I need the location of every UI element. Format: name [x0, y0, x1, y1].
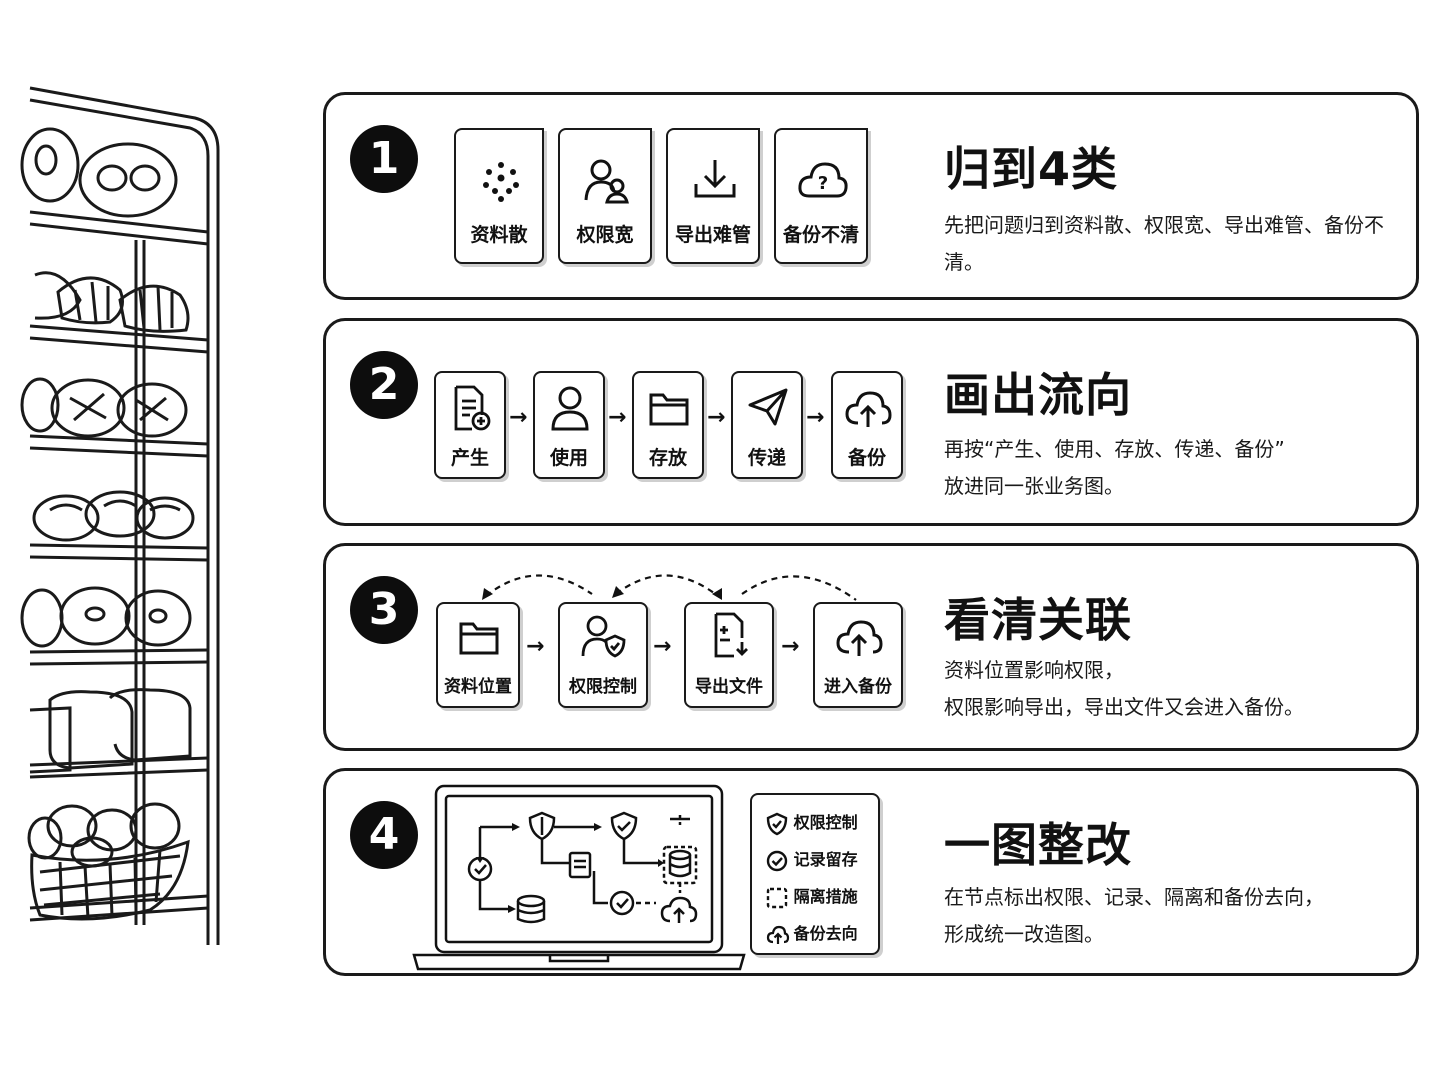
card-backup: 备份 [831, 371, 903, 479]
card-transfer: 传递 [731, 371, 803, 479]
card-backup-unclear: ? 备份不清 [774, 128, 868, 264]
card-export-file: 导出文件 [684, 602, 774, 708]
flow-arrow: → [526, 634, 545, 659]
paper-plane-icon [748, 388, 788, 426]
step-title: 归到4类 [944, 142, 1119, 196]
card-label: 使用 [549, 447, 588, 469]
folder-icon [459, 622, 499, 655]
document-add-icon [454, 385, 491, 431]
card-label: 导出文件 [695, 677, 763, 697]
step-description: 先把问题归到资料散、权限宽、导出难管、备份不清。 [944, 207, 1416, 281]
dashed-relation-arcs [482, 574, 857, 601]
shield-check-icon [766, 812, 788, 835]
folder-icon [649, 393, 689, 426]
step-number-badge: 3 [350, 576, 418, 644]
dashed-square-icon [766, 887, 788, 908]
card-label: 备份不清 [782, 224, 859, 246]
card-permission-wide: 权限宽 [558, 128, 652, 264]
legend-box: 权限控制 记录留存 隔离措施 备份去向 [750, 793, 880, 955]
card-permission-control: 权限控制 [558, 602, 648, 708]
step-description: 在节点标出权限、记录、隔离和备份去向， 形成统一改造图。 [944, 879, 1324, 953]
card-label: 导出难管 [674, 224, 751, 246]
svg-text:?: ? [818, 173, 828, 194]
card-data-scattered: 资料散 [454, 128, 544, 264]
step-description: 再按“产生、使用、存放、传递、备份” 放进同一张业务图。 [944, 431, 1285, 505]
circle-check-icon [766, 850, 788, 871]
desc-line: 形成统一改造图。 [944, 922, 1104, 946]
card-label: 存放 [648, 447, 687, 469]
card-label: 权限控制 [569, 677, 637, 697]
laptop-diagram-icon [412, 784, 746, 971]
step-number-badge: 1 [350, 125, 418, 193]
legend-label: 隔离措施 [793, 887, 858, 906]
desc-line: 在节点标出权限、记录、隔离和备份去向， [944, 885, 1324, 909]
desc-line: 先把问题归到资料散、权限宽、导出难管、备份不清。 [944, 213, 1384, 274]
flow-arrow: → [509, 405, 528, 430]
legend-label: 记录留存 [793, 850, 858, 869]
step-4-panel: 4 [323, 768, 1419, 976]
desc-line: 放进同一张业务图。 [944, 474, 1124, 498]
bakery-shelf-illustration [20, 86, 220, 945]
cloud-upload-icon [766, 925, 790, 944]
card-enter-backup: 进入备份 [813, 602, 903, 708]
card-label: 传递 [747, 447, 786, 469]
legend-label: 权限控制 [793, 813, 858, 832]
cloud-upload-icon [836, 620, 883, 656]
flow-arrow: → [806, 405, 825, 430]
scatter-dots-icon [483, 162, 519, 202]
legend-item-isolation: 隔离措施 [766, 883, 858, 909]
step-number-badge: 4 [350, 801, 418, 869]
flow-arrow: → [608, 405, 627, 430]
card-label: 资料散 [470, 224, 528, 246]
step-title: 画出流向 [944, 368, 1132, 422]
user-group-icon [584, 159, 629, 204]
legend-item-record: 记录留存 [766, 846, 858, 872]
legend-label: 备份去向 [793, 924, 858, 943]
cloud-upload-icon [845, 391, 892, 427]
card-label: 进入备份 [824, 677, 892, 697]
card-data-location: 资料位置 [436, 602, 520, 708]
card-generate: 产生 [434, 371, 506, 479]
card-label: 权限宽 [576, 224, 634, 246]
card-label: 产生 [450, 447, 489, 469]
card-export-hard: 导出难管 [666, 128, 760, 264]
document-export-icon [714, 612, 748, 658]
card-label: 资料位置 [444, 677, 512, 697]
step-title: 一图整改 [944, 818, 1132, 872]
desc-line: 再按“产生、使用、存放、传递、备份” [944, 437, 1285, 461]
step-description: 资料位置影响权限， 权限影响导出，导出文件又会进入备份。 [944, 652, 1304, 726]
flow-arrow: → [781, 634, 800, 659]
desc-line: 资料位置影响权限， [944, 658, 1124, 682]
user-icon [551, 386, 589, 431]
cloud-question-icon: ? [798, 162, 848, 198]
flow-arrow: → [707, 405, 726, 430]
card-use: 使用 [533, 371, 605, 479]
download-tray-icon [694, 160, 736, 198]
step-2-panel: 2 产生 → 使用 → 存放 → 传递 → 备份 画出流向 [323, 318, 1419, 526]
flow-arrow: → [653, 634, 672, 659]
step-number-badge: 2 [350, 351, 418, 419]
user-shield-icon [581, 615, 626, 658]
card-label: 备份 [847, 447, 886, 469]
step-title: 看清关联 [944, 593, 1132, 647]
step-3-panel: 3 资料位置 → 权限控制 → 导出文件 → [323, 543, 1419, 751]
legend-item-backup: 备份去向 [766, 920, 858, 945]
legend-item-permission: 权限控制 [766, 809, 858, 836]
step-1-panel: 1 资料散 权限宽 导出难管 ? 备份不清 归到4类 先把问题归到资料散、权限宽… [323, 92, 1419, 300]
desc-line: 权限影响导出，导出文件又会进入备份。 [944, 695, 1304, 719]
card-store: 存放 [632, 371, 704, 479]
